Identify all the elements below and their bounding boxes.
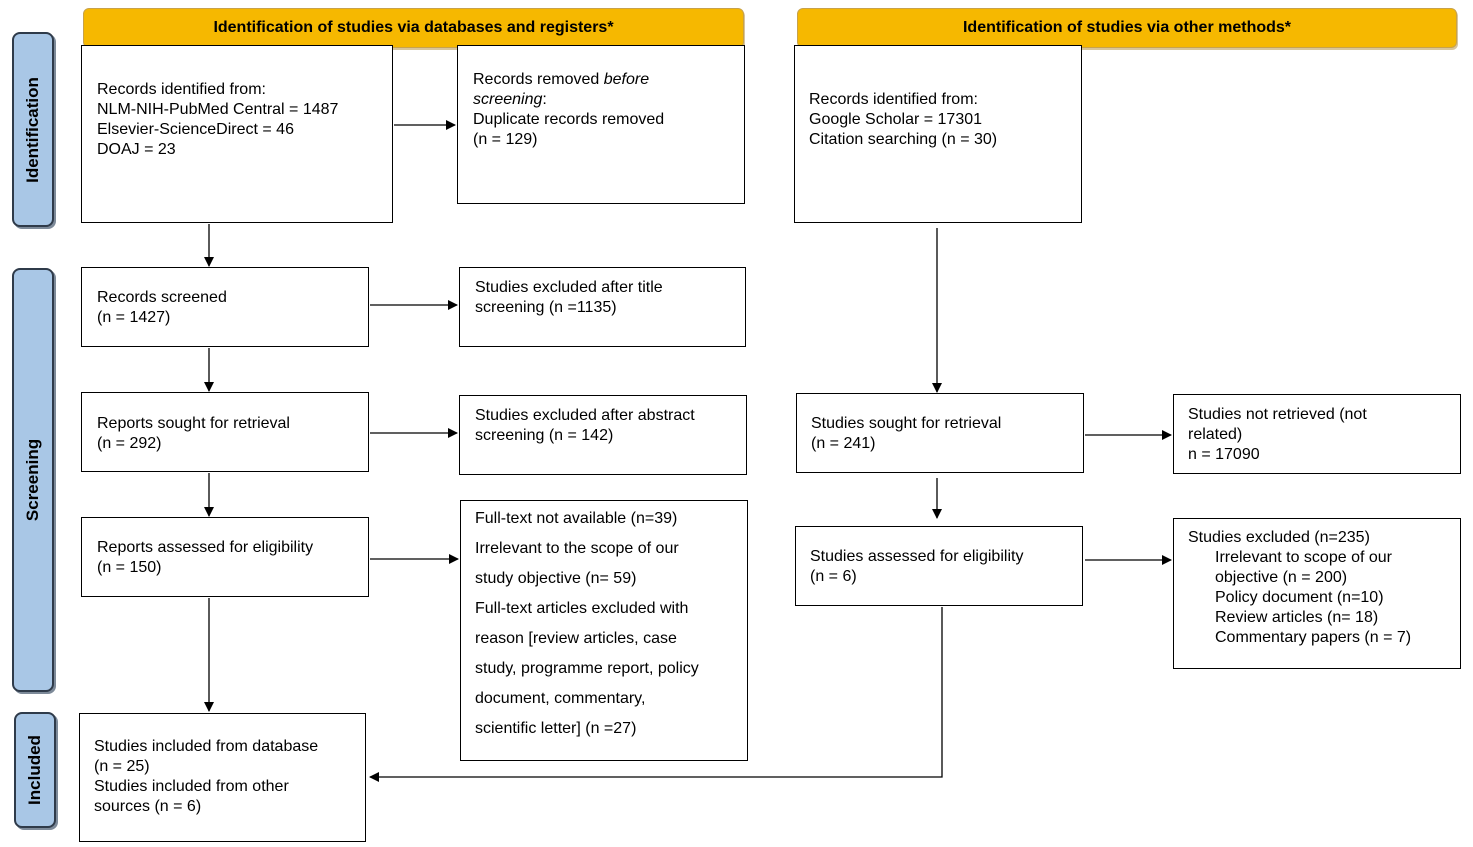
box-line: Irrelevant to scope of our [1215,549,1392,566]
stage-identification: Identification [12,32,54,227]
box-line: screening (n = 142) [475,427,614,444]
records-removed-before: before [603,71,650,88]
reports-sought-box: Reports sought for retrieval (n = 292) [81,392,369,472]
box-line: Studies excluded after title [475,279,663,296]
box-line: (n = 150) [97,559,162,576]
records-screened-box: Records screened (n = 1427) [81,267,369,347]
records-removed-box: Records removed before screening: Duplic… [457,45,745,204]
box-line: Full-text articles excluded with [475,600,689,617]
box-line: screening: [473,90,744,110]
box-line: study objective (n= 59) [475,570,637,587]
box-line: Studies excluded (n=235) [1188,529,1370,546]
box-line: sources (n = 6) [94,798,202,815]
box-line: Commentary papers (n = 7) [1215,629,1412,646]
box-line: reason [review articles, case [475,630,677,647]
box-line: DOAJ = 23 [97,141,176,158]
box-line: Studies sought for retrieval [811,415,1002,432]
box-line: n = 17090 [1188,446,1260,463]
box-line: (n = 6) [810,568,857,585]
box-line: related) [1188,426,1243,443]
assessed-other-box: Studies assessed for eligibility (n = 6) [795,526,1083,606]
box-line: Records identified from: [809,91,978,108]
studies-sought-other-box: Studies sought for retrieval (n = 241) [796,393,1084,473]
included-box: Studies included from database (n = 25) … [79,713,366,842]
box-line: objective (n = 200) [1215,569,1348,586]
box-line: Google Scholar = 17301 [809,111,983,128]
arrow-other-assessed-to-included [369,607,943,782]
box-line: Citation searching (n = 30) [809,131,998,148]
box-line: (n = 129) [473,131,538,148]
box-line: Studies included from other [94,778,289,795]
box-line: Studies included from database [94,738,319,755]
header-other-methods-text: Identification of studies via other meth… [962,19,1292,36]
box-line: document, commentary, [475,690,646,707]
header-other-methods: Identification of studies via other meth… [797,8,1457,48]
reports-assessed-box: Reports assessed for eligibility (n = 15… [81,517,369,597]
box-line: Reports assessed for eligibility [97,539,314,556]
records-removed-line1: Records removed [473,71,604,88]
header-databases: Identification of studies via databases … [83,8,744,48]
box-line: Duplicate records removed [473,111,665,128]
box-line: (n = 292) [97,435,162,452]
records-identified-other-box: Records identified from: Google Scholar … [794,45,1082,223]
box-line: Records removed before [473,70,744,90]
records-removed-screening: screening [473,91,543,108]
records-removed-colon: : [542,91,547,108]
box-line: Reports sought for retrieval [97,415,290,432]
box-line: Records identified from: [97,81,266,98]
stage-screening: Screening [12,268,54,692]
box-line: Studies not retrieved (not [1188,406,1367,423]
not-retrieved-box: Studies not retrieved (not related) n = … [1173,394,1461,474]
box-line: Irrelevant to the scope of our [475,540,679,557]
excluded-other-box: Studies excluded (n=235) Irrelevant to s… [1173,518,1461,669]
excluded-title-box: Studies excluded after title screening (… [459,267,746,347]
box-line: (n = 25) [94,758,150,775]
box-line: Records screened [97,289,227,306]
box-line: Policy document (n=10) [1215,589,1384,606]
header-databases-text: Identification of studies via databases … [213,19,614,36]
box-line: study, programme report, policy [475,660,699,677]
box-line: Review articles (n= 18) [1215,609,1379,626]
fulltext-excluded-box: Full-text not available (n=39) Irrelevan… [460,500,748,761]
box-line: Studies assessed for eligibility [810,548,1024,565]
box-line: screening (n =1135) [475,299,617,316]
box-line: Studies excluded after abstract [475,407,695,424]
box-line: scientific letter] (n =27) [475,720,637,737]
records-identified-db-box: Records identified from: NLM-NIH-PubMed … [81,45,393,223]
box-line: (n = 241) [811,435,876,452]
box-line: (n = 1427) [97,309,171,326]
stage-included: Included [14,712,56,828]
box-line: Elsevier-ScienceDirect = 46 [97,121,294,138]
box-line: NLM-NIH-PubMed Central = 1487 [97,101,339,118]
excluded-abstract-box: Studies excluded after abstract screenin… [459,395,747,475]
box-line: Full-text not available (n=39) [475,510,678,527]
